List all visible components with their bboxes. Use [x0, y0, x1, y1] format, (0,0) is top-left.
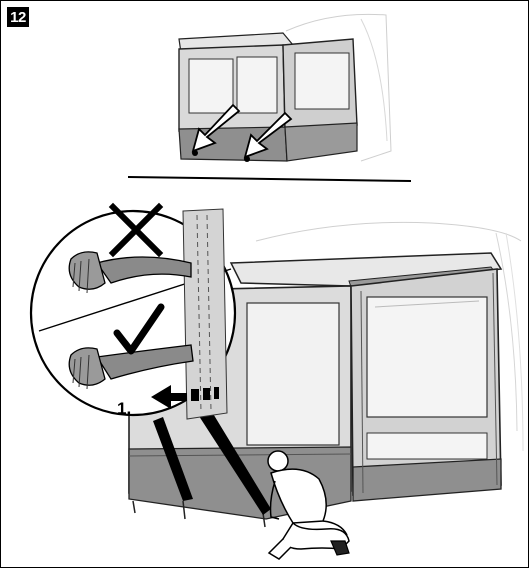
detail-magnifier-circle: 1. [31, 207, 235, 419]
section-divider [128, 177, 411, 181]
action-step-label: 1. [117, 399, 131, 418]
top-awning-illustration [179, 14, 391, 162]
